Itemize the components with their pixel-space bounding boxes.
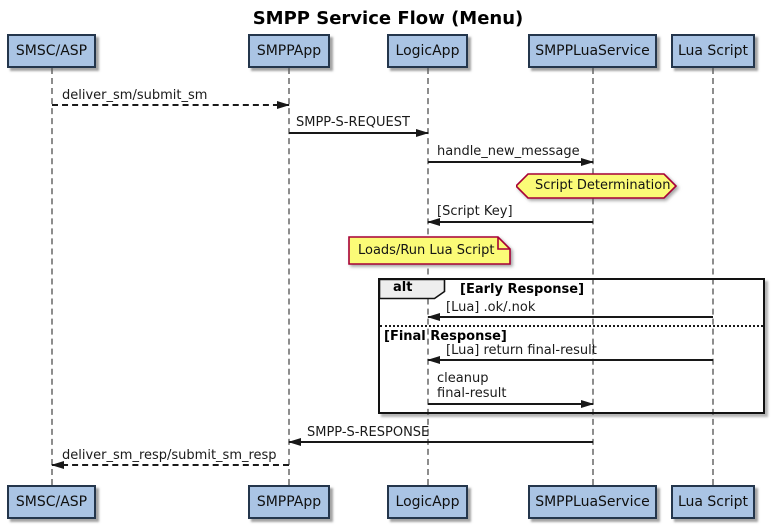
hexagon-note-script-determination: Script Determination bbox=[516, 173, 677, 199]
participant-bottom-lua-script: Lua Script bbox=[671, 485, 755, 519]
message-arrow-deliver-sm bbox=[52, 101, 290, 109]
note-text: Loads/Run Lua Script bbox=[358, 243, 495, 258]
participant-top-smsc-asp: SMSC/ASP bbox=[7, 34, 96, 68]
participant-top-logicapp: LogicApp bbox=[387, 34, 468, 68]
hexagon-note-shape bbox=[516, 173, 677, 199]
hexagon-note-text: Script Determination bbox=[535, 178, 671, 193]
participant-label: SMPPApp bbox=[256, 494, 322, 510]
participant-label: LogicApp bbox=[395, 43, 460, 59]
arrowhead-icon bbox=[581, 158, 594, 166]
participant-bottom-smppapp: SMPPApp bbox=[248, 485, 330, 519]
message-arrow-script-key bbox=[427, 218, 593, 226]
alt-guard-early: [Early Response] bbox=[460, 282, 585, 297]
alt-frame-tab: alt bbox=[379, 279, 446, 300]
message-arrow-deliver-sm-resp bbox=[51, 461, 289, 469]
lifeline-smppapp bbox=[288, 68, 290, 485]
note-loads-run-lua-script: Loads/Run Lua Script bbox=[348, 236, 512, 265]
lifeline-smsc-asp bbox=[51, 68, 53, 485]
participant-label: SMPPApp bbox=[256, 43, 322, 59]
alt-tab-shape bbox=[379, 279, 446, 300]
alt-section-divider bbox=[380, 325, 763, 327]
diagram-title: SMPP Service Flow (Menu) bbox=[252, 8, 524, 29]
message-label-lua-return-final-result: [Lua] return final-result bbox=[446, 343, 597, 358]
message-label-smpp-s-response: SMPP-S-RESPONSE bbox=[307, 425, 430, 440]
lifeline-smppluaservice bbox=[592, 68, 594, 485]
message-arrow-smpp-s-request bbox=[289, 129, 429, 137]
arrowhead-icon bbox=[288, 438, 301, 446]
participant-label: Lua Script bbox=[677, 43, 749, 59]
arrowhead-icon bbox=[277, 101, 290, 109]
arrowhead-icon bbox=[581, 400, 594, 408]
message-label-deliver-sm: deliver_sm/submit_sm bbox=[62, 88, 208, 103]
message-label-lua-ok-nok: [Lua] .ok/.nok bbox=[446, 300, 536, 315]
participant-label: SMPPLuaService bbox=[535, 494, 650, 510]
message-label-cleanup: cleanup bbox=[437, 371, 489, 386]
message-arrow-lua-ok-nok bbox=[427, 313, 713, 321]
alt-frame: alt [Early Response] [Final Response] bbox=[378, 278, 765, 414]
participant-label: SMSC/ASP bbox=[15, 43, 88, 59]
note-shape bbox=[348, 236, 511, 265]
participant-bottom-smppluaservice: SMPPLuaService bbox=[528, 485, 657, 519]
message-label-deliver-sm-resp: deliver_sm_resp/submit_sm_resp bbox=[62, 448, 277, 463]
message-label-smpp-s-request: SMPP-S-REQUEST bbox=[296, 115, 410, 130]
participant-top-smppluaservice: SMPPLuaService bbox=[528, 34, 657, 68]
message-arrow-lua-return-final-result bbox=[427, 356, 713, 364]
alt-guard-final: [Final Response] bbox=[384, 329, 507, 344]
arrowhead-icon bbox=[416, 129, 429, 137]
message-label-final-result: final-result bbox=[437, 386, 507, 401]
participant-label: LogicApp bbox=[395, 494, 460, 510]
message-arrow-cleanup-final-result bbox=[428, 400, 594, 408]
arrowhead-icon bbox=[51, 461, 64, 469]
participant-label: SMPPLuaService bbox=[535, 43, 650, 59]
participant-label: SMSC/ASP bbox=[15, 494, 88, 510]
lifeline-logicapp bbox=[427, 68, 429, 485]
participant-bottom-smsc-asp: SMSC/ASP bbox=[7, 485, 96, 519]
participant-top-lua-script: Lua Script bbox=[671, 34, 755, 68]
alt-operator-label: alt bbox=[393, 280, 413, 295]
participant-top-smppapp: SMPPApp bbox=[248, 34, 330, 68]
message-label-script-key: [Script Key] bbox=[437, 204, 513, 219]
participant-bottom-logicapp: LogicApp bbox=[387, 485, 468, 519]
arrowhead-icon bbox=[427, 356, 440, 364]
arrowhead-icon bbox=[427, 313, 440, 321]
message-label-handle-new-message: handle_new_message bbox=[437, 144, 580, 159]
arrowhead-icon bbox=[427, 218, 440, 226]
message-arrow-handle-new-message bbox=[428, 158, 594, 166]
participant-label: Lua Script bbox=[677, 494, 749, 510]
message-arrow-smpp-s-response bbox=[288, 438, 593, 446]
lifeline-lua-script bbox=[712, 68, 714, 485]
